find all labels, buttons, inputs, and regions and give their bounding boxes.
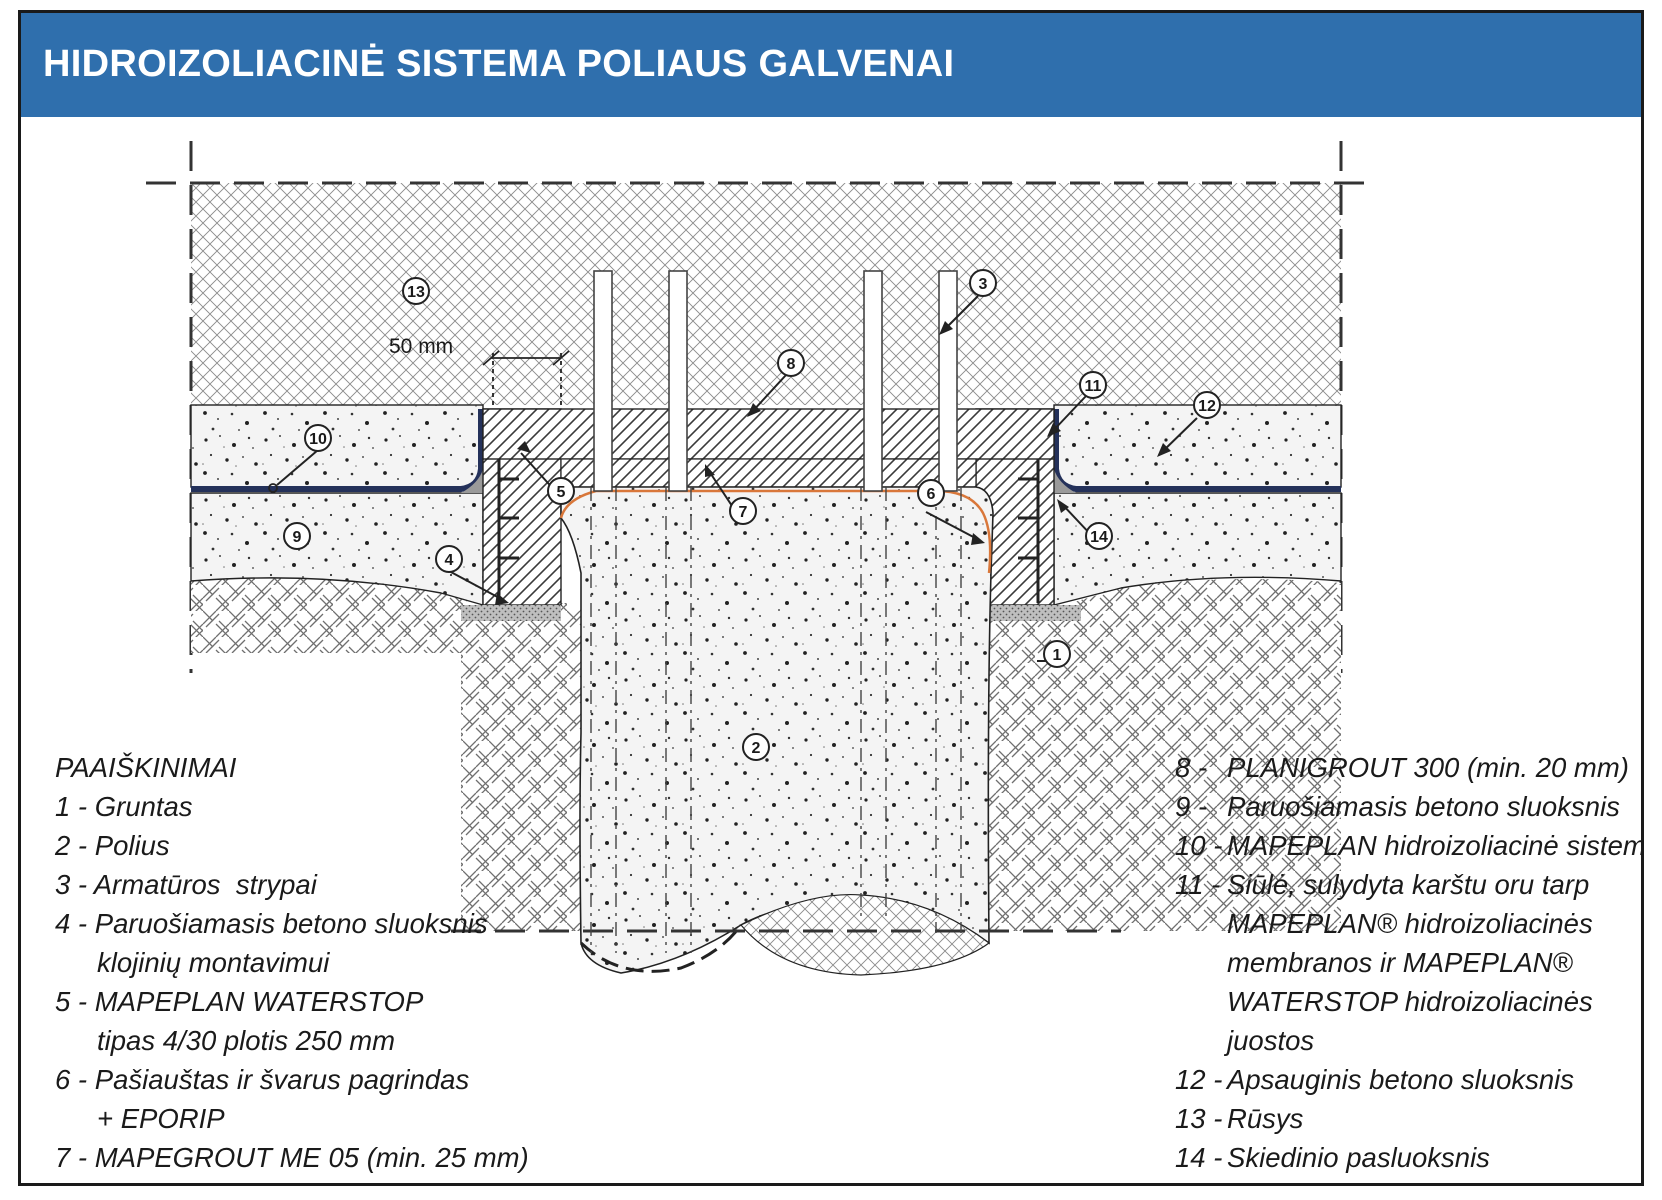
legend-item-4-cont: klojinių montavimui <box>97 947 330 978</box>
soil-under-right <box>996 613 1081 931</box>
legend-item-12: 12 -Apsauginis betono sluoksnis <box>1175 1064 1575 1095</box>
legend-item-3: 3 - Armatūros strypai <box>55 869 317 900</box>
legend-item-14: 14 -Skiedinio pasluoksnis <box>1175 1142 1490 1173</box>
legend-right: 8 -PLANIGROUT 300 (min. 20 mm) 9 -Paruoš… <box>1175 748 1644 1177</box>
callout-10: 10 <box>304 424 332 452</box>
callout-1: 1 <box>1043 640 1071 668</box>
mortar-fillet-left <box>461 469 483 493</box>
rebars <box>593 270 958 492</box>
legend-item-7: 7 - MAPEGROUT ME 05 (min. 25 mm) <box>55 1142 529 1173</box>
svg-text:11: 11 <box>1085 378 1102 395</box>
callout-8: 8 <box>777 349 805 377</box>
svg-text:8: 8 <box>787 356 796 373</box>
legend-item-5-cont: tipas 4/30 plotis 250 mm <box>97 1025 396 1056</box>
legend-item-5: 5 - MAPEPLAN WATERSTOP <box>55 986 424 1017</box>
callout-12: 12 <box>1193 391 1221 419</box>
mapegrout-layer <box>560 458 977 488</box>
svg-text:4: 4 <box>445 552 454 569</box>
soil-under-left <box>461 613 551 931</box>
svg-text:12: 12 <box>1198 398 1216 415</box>
legend-item-9: 9 -Paruošiamasis betono sluoksnis <box>1175 791 1620 822</box>
pile-bottom-break-line <box>579 924 743 973</box>
legend-item-2: 2 - Polius <box>55 830 170 861</box>
legend-item-11: 11 -Siūlė, sulydyta karštu oru tarp <box>1175 869 1590 900</box>
svg-text:1: 1 <box>1053 647 1062 664</box>
pile-break <box>740 893 991 976</box>
legend-item-6-cont: + EPORIP <box>97 1103 225 1134</box>
protective-concrete-right <box>1053 404 1342 488</box>
protective-concrete-left <box>190 404 484 488</box>
pile-top-contour <box>559 489 992 574</box>
callout-4: 4 <box>435 545 463 573</box>
leader-arrows <box>268 321 1171 605</box>
svg-text:13: 13 <box>407 284 425 301</box>
legend-item-6: 6 - Pašiauštas ir švarus pagrindas <box>55 1064 470 1095</box>
page-title: HIDROIZOLIACINĖ SISTEMA POLIAUS GALVENAI <box>43 43 955 85</box>
callout-9: 9 <box>283 522 311 550</box>
legend-item-11-cont-1: MAPEPLAN® hidroizoliacinės <box>1227 908 1593 939</box>
svg-text:2: 2 <box>752 740 761 757</box>
legend-item-1: 1 - Gruntas <box>55 791 193 822</box>
legend-item-11-cont-2: membranos ir MAPEPLAN® <box>1227 947 1573 978</box>
svg-text:14: 14 <box>1090 529 1108 546</box>
mortar-fillet-right <box>1054 469 1076 493</box>
svg-text:10: 10 <box>309 431 327 448</box>
legend-item-8: 8 -PLANIGROUT 300 (min. 20 mm) <box>1175 752 1629 783</box>
legend-item-4: 4 - Paruošiamasis betono sluoksnis <box>55 908 488 939</box>
callout-6: 6 <box>917 479 945 507</box>
dimension-label: 50 mm <box>389 335 453 358</box>
legend-heading: PAAIŠKINIMAI <box>55 752 237 783</box>
diagram-frame: HIDROIZOLIACINĖ SISTEMA POLIAUS GALVENAI <box>18 10 1644 1186</box>
legend-item-13: 13 -Rūsys <box>1175 1103 1304 1134</box>
pile-body <box>560 486 994 974</box>
svg-text:6: 6 <box>927 486 936 503</box>
legend-item-11-cont-4: juostos <box>1227 1025 1315 1056</box>
svg-text:7: 7 <box>739 504 748 521</box>
svg-text:9: 9 <box>293 529 302 546</box>
callout-2: 2 <box>742 733 770 761</box>
legend-item-10: 10 -MAPEPLAN hidroizoliacinė sistema <box>1175 830 1644 861</box>
callout-13: 13 <box>402 277 430 305</box>
soil-left <box>191 577 483 931</box>
mortar-bed-right <box>976 605 1081 621</box>
legend-item-11-cont-3: WATERSTOP hidroizoliacinės <box>1227 986 1593 1017</box>
pile-head-section-drawing: 50 mm 13 3 <box>146 141 1376 976</box>
dimension-50mm <box>482 350 570 409</box>
planigrout-layer <box>482 408 1055 460</box>
blinding-concrete-left <box>190 492 484 606</box>
legend-left: PAAIŠKINIMAI 1 - Gruntas 2 - Polius 3 - … <box>55 748 529 1177</box>
callout-5: 5 <box>547 477 575 505</box>
callout-11: 11 <box>1079 371 1107 399</box>
callout-3: 3 <box>969 269 997 297</box>
basement-area <box>191 183 1341 405</box>
blinding-concrete-right <box>1053 492 1342 606</box>
rebar-hidden-lines <box>590 487 962 953</box>
callout-7: 7 <box>729 497 757 525</box>
callout-14: 14 <box>1085 522 1113 550</box>
title-bar: HIDROIZOLIACINĖ SISTEMA POLIAUS GALVENAI <box>21 13 1641 117</box>
mortar-bed-left <box>461 605 561 621</box>
svg-text:3: 3 <box>979 276 988 293</box>
svg-text:5: 5 <box>557 484 566 501</box>
